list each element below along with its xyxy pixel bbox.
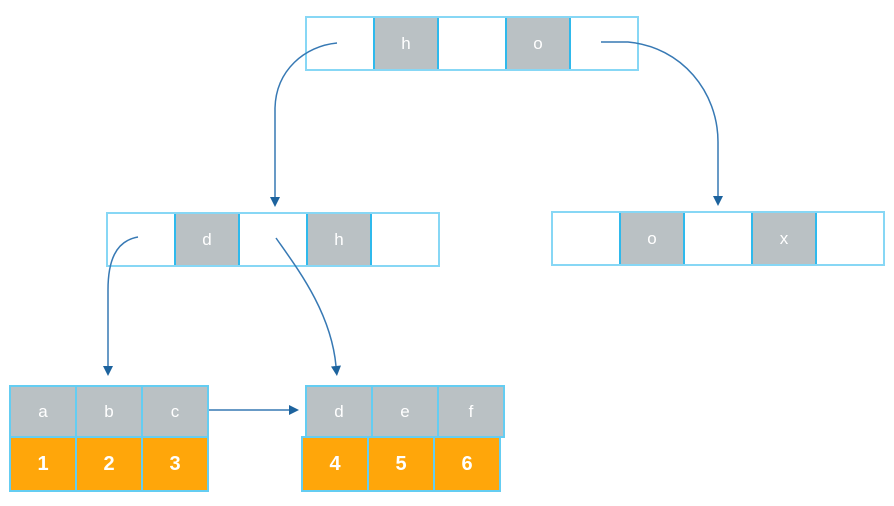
key-cell: d (305, 385, 373, 438)
key-cell: d (174, 214, 240, 265)
pointer-cell (571, 18, 637, 69)
value-cell: 3 (141, 436, 209, 492)
pointer-cell (817, 213, 883, 264)
pointer-cell (685, 213, 751, 264)
pointer-cell (553, 213, 619, 264)
leaf-value-row: 1 2 3 (9, 436, 209, 492)
internal-node-right: o x (551, 211, 885, 266)
key-cell: h (306, 214, 372, 265)
pointer-cell (307, 18, 373, 69)
pointer-cell (108, 214, 174, 265)
key-cell: f (437, 385, 505, 438)
key-cell: o (505, 18, 571, 69)
leaf-key-row: d e f (305, 385, 505, 438)
pointer-cell (439, 18, 505, 69)
leaf-node-right: d e f 4 5 6 (301, 385, 505, 492)
key-cell: c (141, 385, 209, 438)
pointer-cell (372, 214, 438, 265)
value-cell: 1 (9, 436, 77, 492)
key-cell: b (75, 385, 143, 438)
value-cell: 2 (75, 436, 143, 492)
value-cell: 5 (367, 436, 435, 492)
leaf-node-left: a b c 1 2 3 (9, 385, 209, 492)
key-cell: e (371, 385, 439, 438)
value-cell: 6 (433, 436, 501, 492)
key-cell: a (9, 385, 77, 438)
key-cell: x (751, 213, 817, 264)
pointer-cell (240, 214, 306, 265)
internal-node-root: h o (305, 16, 639, 71)
value-cell: 4 (301, 436, 369, 492)
internal-node-left: d h (106, 212, 440, 267)
key-cell: h (373, 18, 439, 69)
leaf-key-row: a b c (9, 385, 209, 438)
leaf-value-row: 4 5 6 (301, 436, 501, 492)
key-cell: o (619, 213, 685, 264)
